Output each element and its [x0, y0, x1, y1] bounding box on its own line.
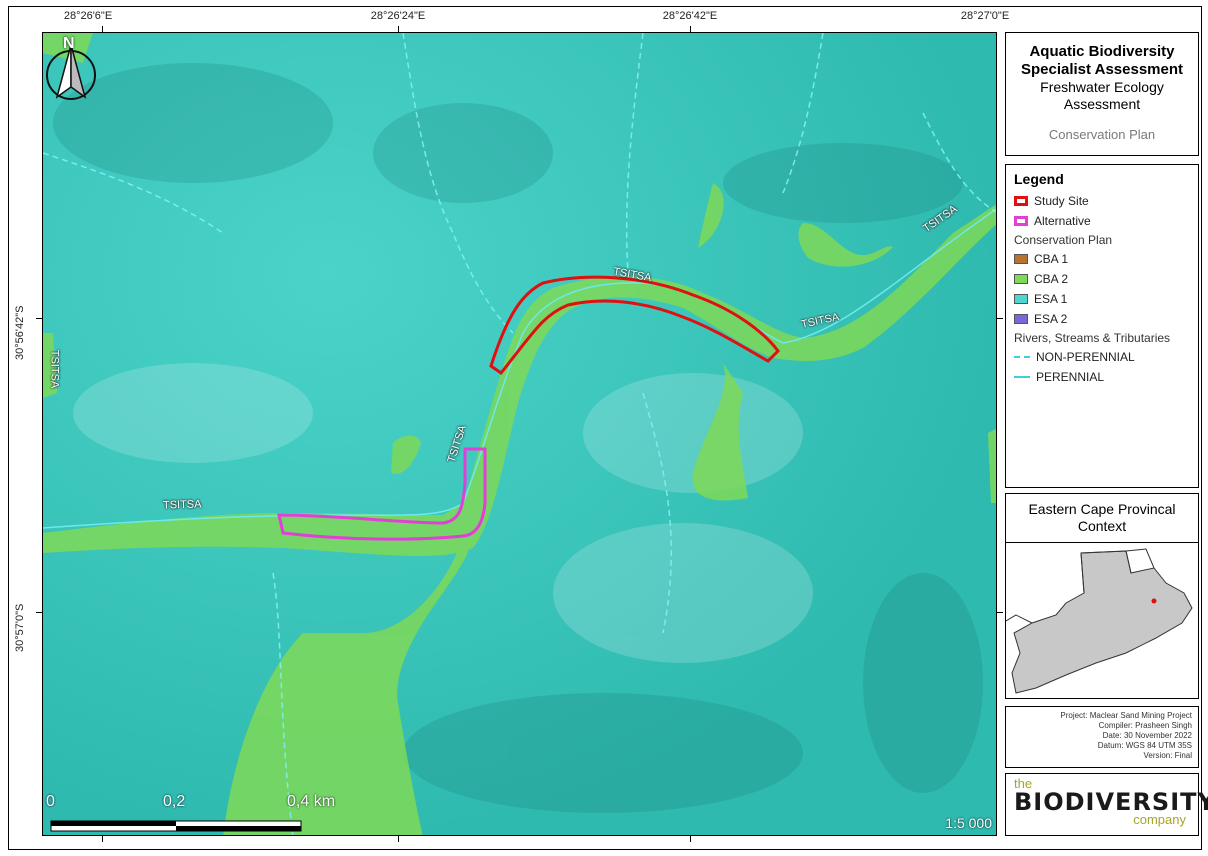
grid-tick	[690, 26, 691, 32]
scale-label: 0	[46, 793, 55, 810]
info-line: Project: Maclear Sand Mining Project	[1060, 711, 1192, 720]
coord-label-top: 28°26'24"E	[370, 10, 426, 22]
map-layers	[43, 33, 996, 835]
perennial-swatch	[1014, 376, 1030, 378]
company-logo: the BIODIVERSITY company	[1005, 773, 1208, 836]
esa1-swatch	[1014, 294, 1028, 304]
info-line: Version: Final	[1143, 751, 1192, 760]
study-site-swatch	[1014, 196, 1028, 206]
alternative-swatch	[1014, 216, 1028, 226]
legend-item-non-perennial: NON-PERENNIAL	[1014, 347, 1190, 367]
esa2-swatch	[1014, 314, 1028, 324]
logo-text: the	[1014, 776, 1033, 791]
scale-label: 0,4 km	[287, 793, 336, 810]
river-label: TSITSA	[162, 498, 202, 512]
title-panel: Aquatic Biodiversity Specialist Assessme…	[1005, 32, 1199, 156]
grid-tick	[997, 612, 1003, 613]
legend-label: ESA 2	[1034, 312, 1068, 326]
context-map	[1005, 548, 1193, 694]
grid-tick	[398, 26, 399, 32]
scale-ratio: 1:5 000	[945, 815, 992, 831]
cba2-areas	[43, 33, 996, 835]
info-line: Date: 30 November 2022	[1102, 731, 1192, 740]
legend-item-alternative: Alternative	[1014, 211, 1190, 231]
context-title: Eastern Cape Provincal Context	[1006, 494, 1198, 543]
cba2-swatch	[1014, 274, 1028, 284]
project-info-panel: Project: Maclear Sand Mining Project Com…	[1005, 706, 1199, 768]
info-line: Compiler: Prasheen Singh	[1098, 721, 1192, 730]
logo-text: company	[1133, 812, 1186, 827]
legend-label: PERENNIAL	[1036, 370, 1105, 384]
coord-label-left: 30°57'0"S	[14, 603, 26, 652]
legend-label: CBA 2	[1034, 272, 1069, 286]
grid-tick	[690, 836, 691, 842]
legend-heading: Conservation Plan	[1014, 233, 1113, 247]
grid-tick	[102, 26, 103, 32]
coord-label-top: 28°27'0"E	[960, 10, 1010, 22]
legend-item-esa2: ESA 2	[1014, 309, 1190, 329]
cba1-swatch	[1014, 254, 1028, 264]
legend-label: NON-PERENNIAL	[1036, 350, 1135, 364]
legend-label: Alternative	[1034, 214, 1091, 228]
map-canvas[interactable]: N TSITSA TSITSA TSITSA TSITSA TSITSA TSI…	[42, 32, 997, 836]
grid-tick	[36, 318, 42, 319]
coord-label-top: 28°26'6"E	[63, 10, 113, 22]
legend-label: Study Site	[1034, 194, 1089, 208]
legend-item-esa1: ESA 1	[1014, 289, 1190, 309]
logo-text: BIODIVERSITY	[1014, 788, 1208, 816]
legend-item-cba1: CBA 1	[1014, 249, 1190, 269]
scale-label: 0,2	[163, 793, 186, 810]
grid-tick	[36, 612, 42, 613]
legend-item-study-site: Study Site	[1014, 191, 1190, 211]
north-label: N	[63, 35, 75, 52]
title-line: Specialist Assessment	[1020, 61, 1184, 78]
title-line: Freshwater Ecology	[1040, 79, 1164, 95]
context-title-line: Context	[1077, 518, 1127, 534]
legend-heading: Rivers, Streams & Tributaries	[1014, 331, 1171, 345]
non-perennial-swatch	[1014, 356, 1030, 358]
non-perennial-streams	[43, 33, 996, 835]
info-line: Datum: WGS 84 UTM 35S	[1097, 741, 1192, 750]
north-arrow	[46, 44, 96, 100]
legend-item-perennial: PERENNIAL	[1014, 367, 1190, 387]
esa1-area	[43, 33, 996, 835]
river-label: TSITSA	[48, 349, 61, 389]
map-subtitle: Conservation Plan	[1048, 127, 1156, 142]
legend-panel: Legend Study Site Alternative Conservati…	[1005, 164, 1199, 488]
study-site-marker	[1151, 598, 1157, 604]
grid-tick	[398, 836, 399, 842]
title-line: Aquatic Biodiversity	[1029, 43, 1175, 60]
legend-item-cba2: CBA 2	[1014, 269, 1190, 289]
study-site-outline[interactable]	[489, 275, 780, 376]
terrain-texture	[53, 63, 983, 813]
legend-label: CBA 1	[1034, 252, 1069, 266]
coord-label-top: 28°26'42"E	[662, 10, 718, 22]
alternative-outline[interactable]	[277, 447, 487, 541]
coord-label-left: 30°56'42"S	[14, 305, 26, 360]
grid-tick	[102, 836, 103, 842]
context-panel: Eastern Cape Provincal Context	[1005, 493, 1199, 699]
grid-tick	[997, 318, 1003, 319]
legend-label: ESA 1	[1034, 292, 1068, 306]
legend-title: Legend	[1014, 171, 1064, 187]
title-line: Assessment	[1063, 96, 1141, 112]
context-title-line: Eastern Cape Provincal	[1028, 501, 1176, 517]
scale-bar	[50, 820, 302, 832]
